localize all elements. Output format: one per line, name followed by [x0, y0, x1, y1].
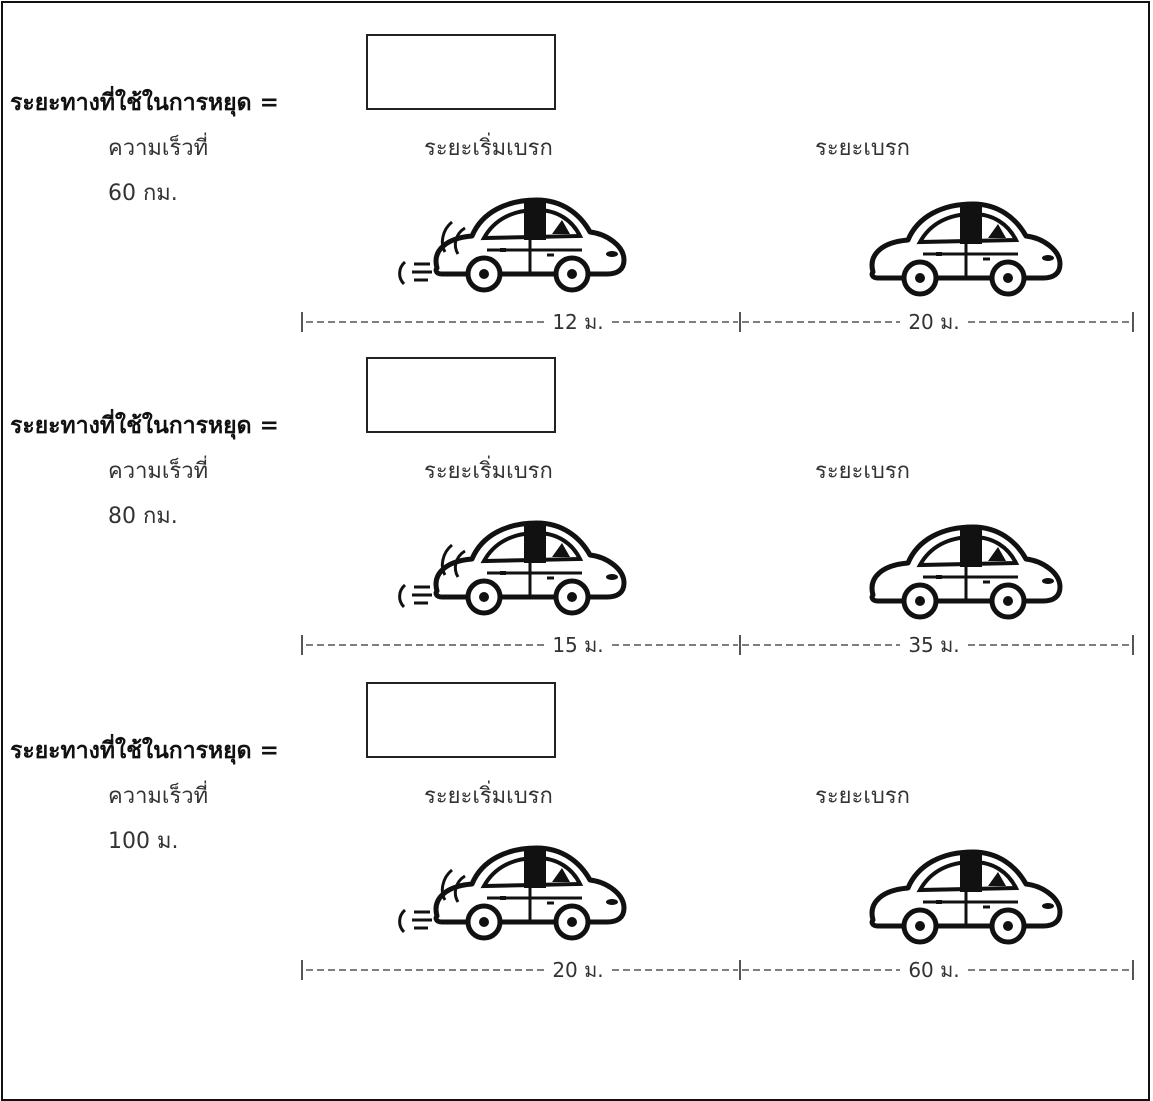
answer-box[interactable] [366, 34, 556, 110]
braking-distance-value: 60 ม. [908, 958, 959, 982]
speed-value: 100 ม. [108, 829, 179, 854]
reaction-distance-label: ระยะเริ่มเบรก [424, 784, 553, 809]
speed-label: ความเร็วที่ [108, 784, 209, 809]
stopping-distance-section-2: ระยะทางที่ใช้ในการหยุด = ความเร็วที่ 80 … [0, 323, 1153, 663]
reaction-distance-value: 12 ม. [552, 310, 603, 334]
moving-car-icon [398, 513, 630, 623]
answer-box[interactable] [366, 682, 556, 758]
moving-car-icon [398, 838, 630, 948]
reaction-distance-label: ระยะเริ่มเบรก [424, 136, 553, 161]
stopped-car-icon [838, 842, 1078, 952]
speed-value: 80 กม. [108, 504, 178, 529]
reaction-distance-label: ระยะเริ่มเบรก [424, 459, 553, 484]
speed-label: ความเร็วที่ [108, 136, 209, 161]
braking-distance-label: ระยะเบรก [815, 784, 910, 809]
braking-distance-value: 35 ม. [908, 633, 959, 657]
stopping-distance-title: ระยะทางที่ใช้ในการหยุด = [10, 738, 279, 764]
stopped-car-icon [838, 194, 1078, 304]
stopping-distance-section-3: ระยะทางที่ใช้ในการหยุด = ความเร็วที่ 100… [0, 648, 1153, 988]
stopped-car-icon [838, 517, 1078, 627]
moving-car-icon [398, 190, 630, 300]
speed-label: ความเร็วที่ [108, 459, 209, 484]
reaction-distance-value: 15 ม. [552, 633, 603, 657]
stopping-distance-title: ระยะทางที่ใช้ในการหยุด = [10, 90, 279, 116]
stopping-distance-section-1: ระยะทางที่ใช้ในการหยุด = ความเร็วที่ 60 … [0, 0, 1153, 340]
braking-distance-label: ระยะเบรก [815, 459, 910, 484]
distance-scale: 12 ม. 20 ม. [301, 310, 1134, 334]
reaction-distance-value: 20 ม. [552, 958, 603, 982]
speed-value: 60 กม. [108, 181, 178, 206]
stopping-distance-title: ระยะทางที่ใช้ในการหยุด = [10, 413, 279, 439]
braking-distance-label: ระยะเบรก [815, 136, 910, 161]
distance-scale: 15 ม. 35 ม. [301, 633, 1134, 657]
braking-distance-value: 20 ม. [908, 310, 959, 334]
distance-scale: 20 ม. 60 ม. [301, 958, 1134, 982]
answer-box[interactable] [366, 357, 556, 433]
